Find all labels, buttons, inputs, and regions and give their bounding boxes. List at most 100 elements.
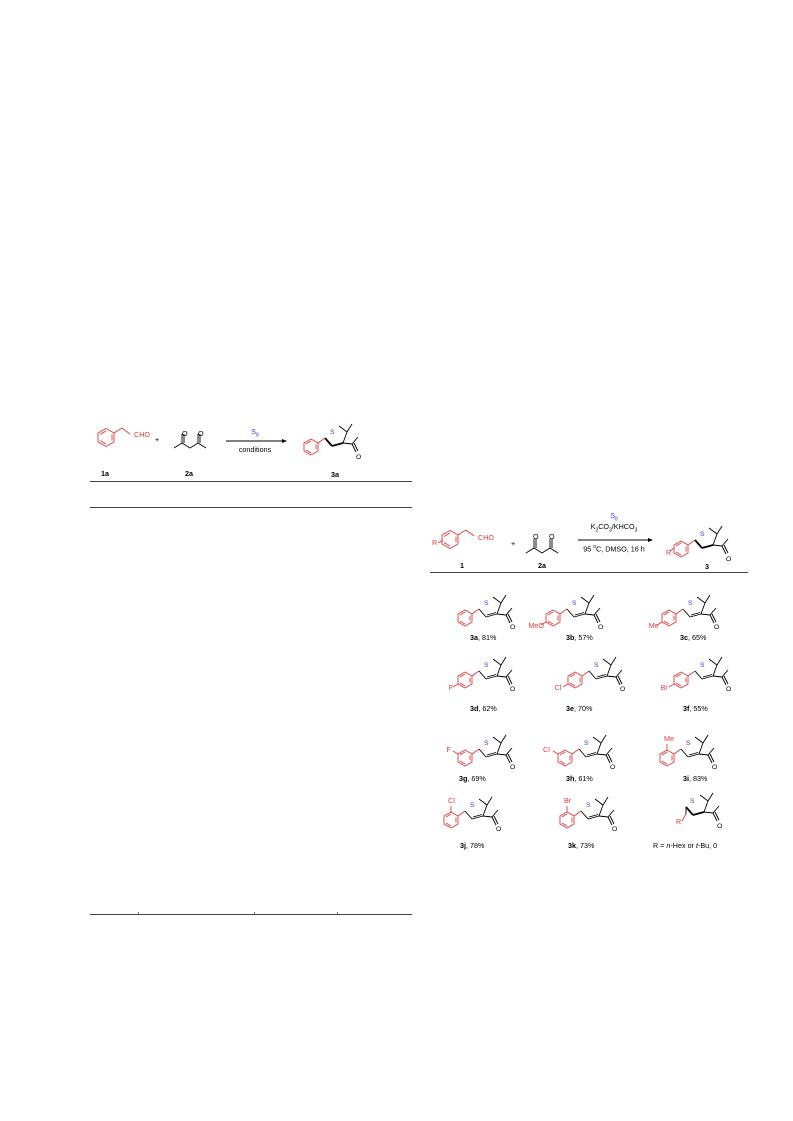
product-yield: , 55% <box>689 704 708 713</box>
product-id: 3i <box>683 774 689 783</box>
product-yield: , 78% <box>466 841 485 850</box>
oxygen-atom-label: O <box>712 764 717 771</box>
product-yield: , 62% <box>478 704 497 713</box>
oxygen-atom-label: O <box>510 686 515 693</box>
svg-text:S: S <box>700 531 705 538</box>
product-id: 3j <box>460 841 466 850</box>
svg-text:S: S <box>690 798 695 805</box>
product-3g-structure: SO <box>452 734 515 771</box>
product-3b-substituent: MeO <box>528 621 544 630</box>
oxygen-atom-label: O <box>726 686 731 693</box>
left-aldehyde-group: CHO <box>134 430 150 439</box>
alkyl-thiophene-structure: S O <box>681 792 722 830</box>
left-arrow-conditions: conditions <box>238 445 272 454</box>
product-3d-structure: SO <box>452 656 515 693</box>
sulfur-atom-label: S <box>700 662 705 669</box>
product-3f-structure: SO <box>668 656 731 693</box>
product-3d-label: 3d, 62% <box>470 705 497 712</box>
product-3h-structure: SO <box>552 734 615 771</box>
product-3k-substituent: Br <box>564 796 572 805</box>
left-arrow-reagent: S8 <box>251 427 259 439</box>
sulfur-atom-label: S <box>484 662 489 669</box>
left-plus-sign: + <box>155 435 160 444</box>
product-yield: , 65% <box>688 633 707 642</box>
compound-1-structure <box>437 529 475 550</box>
left-table-rule-bottom <box>90 914 412 915</box>
sulfur-atom-label: S <box>484 740 489 747</box>
right-arrow-base: K2CO3/KHCO3 <box>590 522 638 534</box>
right-arrow-temperature: 95 oC, DMSO, 16 h <box>583 544 645 554</box>
right-aldehyde-group: CHO <box>478 533 494 542</box>
sulfur-atom-label: S <box>594 662 599 669</box>
right-scheme-divider <box>430 572 748 573</box>
right-substituent-r: R <box>432 538 438 547</box>
product-3j-substituent: Cl <box>448 796 455 805</box>
product-3e-structure: SO <box>562 656 625 693</box>
left-table-col-tick <box>337 912 338 914</box>
sulfur-atom-label: S <box>572 600 577 607</box>
product-3h-label: 3h, 61% <box>566 775 593 782</box>
svg-text:O: O <box>717 823 722 830</box>
product-3j-label: 3j, 78% <box>460 842 484 849</box>
sulfur-atom-label: S <box>586 802 591 809</box>
product-id: 3f <box>683 704 690 713</box>
right-3-substituent-r: R <box>666 548 672 557</box>
compound-2a-structure <box>173 434 207 449</box>
product-yield: , 83% <box>689 774 708 783</box>
compound-1a-structure <box>97 427 131 448</box>
product-id: 3a <box>470 633 478 642</box>
product-id: 3b <box>566 633 575 642</box>
product-3f-label: 3f, 55% <box>683 705 708 712</box>
product-yield: , 69% <box>467 774 486 783</box>
left-2a-oxygen-1: O <box>182 429 188 438</box>
svg-text:O: O <box>356 454 361 461</box>
right-label-3: 3 <box>705 562 709 571</box>
product-3c-structure: SO <box>656 594 719 631</box>
product-yield: , 81% <box>478 633 497 642</box>
right-label-1: 1 <box>460 561 464 570</box>
product-3e-substituent: Cl <box>554 683 562 692</box>
left-2a-oxygen-2: O <box>198 429 204 438</box>
product-3e-label: 3e, 70% <box>566 705 592 712</box>
product-id: 3k <box>568 841 576 850</box>
left-label-2a: 2a <box>185 469 193 478</box>
right-label-2a: 2a <box>538 561 546 570</box>
left-label-3a: 3a <box>331 470 339 479</box>
oxygen-atom-label: O <box>510 764 515 771</box>
product-id: 3c <box>680 633 688 642</box>
product-3i-substituent: Me <box>664 734 674 743</box>
right-arrow-reagent: S8 <box>610 511 618 523</box>
product-3g-substituent: F <box>446 745 451 754</box>
product-id: 3d <box>470 704 479 713</box>
left-table-rule-top <box>90 481 412 482</box>
product-3a-structure: SO <box>457 594 515 631</box>
product-3d-substituent: F <box>448 683 454 692</box>
product-id: 3h <box>566 774 575 783</box>
compound-3-structure: S O <box>669 525 731 563</box>
oxygen-atom-label: O <box>598 624 603 631</box>
right-2a-oxygen-2: O <box>549 532 555 541</box>
right-reaction-arrow <box>578 538 653 542</box>
left-table-rule-header <box>90 507 412 508</box>
sulfur-atom-label: S <box>484 600 489 607</box>
left-table-col-tick <box>138 912 139 914</box>
compound-3a-structure: S O <box>303 423 361 461</box>
product-3a-label: 3a, 81% <box>470 634 496 641</box>
product-3b-label: 3b, 57% <box>566 634 593 641</box>
product-3j-structure: SO <box>443 796 501 833</box>
oxygen-atom-label: O <box>496 826 501 833</box>
oxygen-atom-label: O <box>714 624 719 631</box>
alkyl-substituent-r: R <box>676 817 682 826</box>
product-id: 3g <box>459 774 468 783</box>
right-plus-sign: + <box>511 539 516 548</box>
sulfur-atom-label: S <box>470 802 475 809</box>
alkyl-caption: R = n-Hex or t-Bu, 0 <box>653 841 718 850</box>
product-3h-substituent: Cl <box>543 745 550 754</box>
product-yield: , 73% <box>576 841 595 850</box>
svg-text:S: S <box>330 429 335 436</box>
sulfur-atom-label: S <box>584 740 589 747</box>
product-yield: , 57% <box>574 633 593 642</box>
product-3b-structure: SO <box>540 594 603 631</box>
product-yield: , 70% <box>574 704 593 713</box>
